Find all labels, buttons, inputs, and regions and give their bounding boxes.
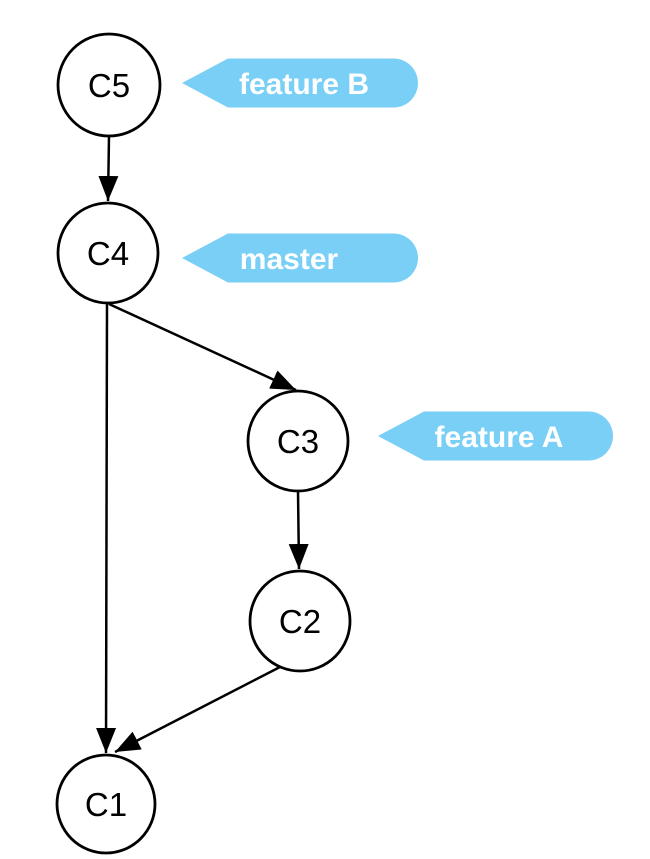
- branch-badge-feature-a: feature A: [378, 411, 613, 461]
- commit-circle-c4: [56, 201, 160, 305]
- commit-node-c3: C3: [246, 389, 350, 493]
- branch-pointer-icon: [378, 411, 613, 461]
- commit-circle-c1: [55, 753, 157, 855]
- edge-layer: [96, 135, 309, 754]
- commit-circle-c2: [248, 569, 352, 673]
- commit-circle-c5: [56, 32, 162, 138]
- edge-c4-c1: [96, 302, 117, 754]
- commit-node-c4: C4: [56, 201, 160, 305]
- commit-node-c5: C5: [56, 32, 162, 138]
- branch-label-feature-a: feature A: [435, 421, 564, 454]
- commit-label-c1: C1: [85, 786, 127, 823]
- edge-c3-c2: [288, 490, 309, 570]
- commit-circle-c3: [246, 389, 350, 493]
- branch-pointer-icon: [182, 58, 418, 108]
- branch-pointer-icon: [182, 233, 418, 283]
- branch-label-master: master: [240, 243, 339, 276]
- commit-label-c2: C2: [279, 603, 321, 640]
- edge-c5-c4: [98, 135, 119, 202]
- commit-node-c1: C1: [55, 753, 157, 855]
- branch-badge-feature-b: feature B: [182, 58, 418, 108]
- commit-node-c2: C2: [248, 569, 352, 673]
- commit-label-c4: C4: [87, 235, 129, 272]
- edge-c2-c1: [114, 665, 281, 754]
- branch-label-feature-b: feature B: [239, 68, 369, 101]
- commit-label-c3: C3: [277, 423, 319, 460]
- branch-badge-master: master: [182, 233, 418, 283]
- commit-label-c5: C5: [88, 67, 130, 104]
- edge-c4-c3: [108, 302, 297, 392]
